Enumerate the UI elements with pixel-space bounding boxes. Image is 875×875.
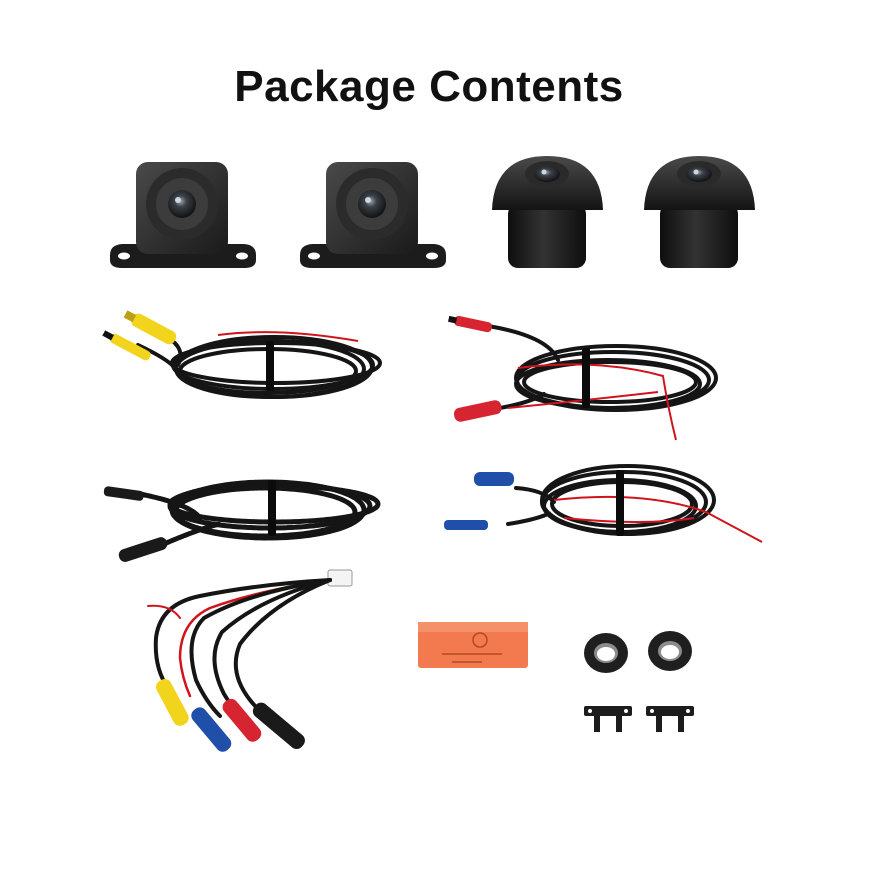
page-title: Package Contents <box>234 62 624 111</box>
wire-harness <box>140 568 365 778</box>
red-connector-cable <box>448 308 723 443</box>
blue-connector-cable <box>444 460 769 550</box>
rubber-grommet-right <box>646 628 694 674</box>
yellow-connector-cable <box>98 305 388 415</box>
mounting-bracket-right <box>644 700 696 734</box>
rubber-grommet-left <box>582 630 630 676</box>
hole-saw <box>418 620 530 672</box>
dome-camera-left <box>490 152 605 272</box>
bracket-camera-left <box>108 160 258 272</box>
mounting-bracket-left <box>582 700 634 734</box>
black-connector-cable <box>100 458 385 568</box>
bracket-camera-right <box>298 160 448 272</box>
dome-camera-right <box>642 152 757 272</box>
